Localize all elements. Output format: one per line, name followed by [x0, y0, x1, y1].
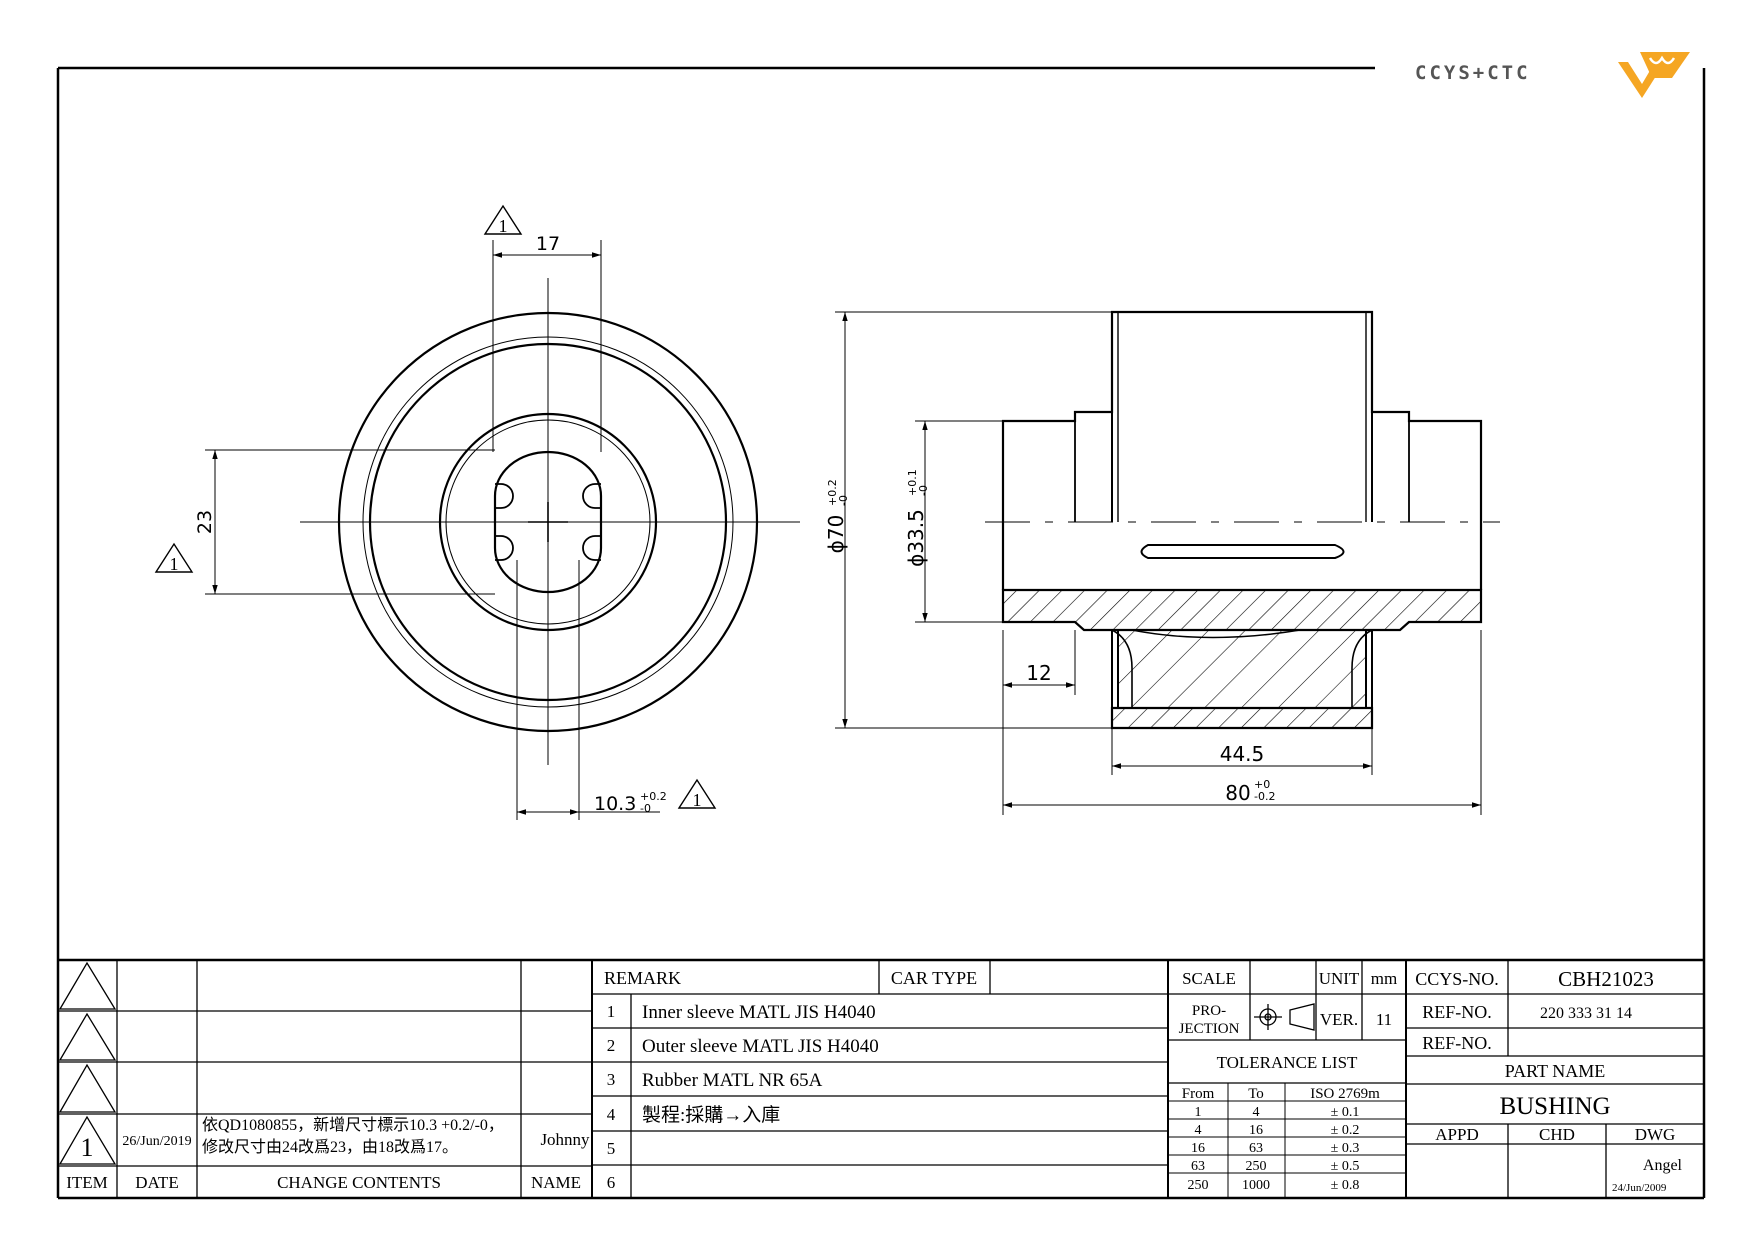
tolerance-to-4: 250 [1246, 1159, 1267, 1174]
ccys-no-label: CCYS-NO. [1415, 969, 1499, 989]
tolerance-from-3: 16 [1191, 1141, 1205, 1156]
dim-10-3-tol-upper: +0.2 [640, 790, 667, 803]
ref-no-value: 220 333 31 14 [1540, 1005, 1632, 1022]
section-view-dimensions [835, 311, 1482, 815]
tolerance-from-2: 4 [1195, 1123, 1202, 1138]
tolerance-to-1: 4 [1253, 1105, 1260, 1120]
sheet-border [56, 66, 1706, 1200]
remark-no-5: 5 [607, 1139, 616, 1158]
part-name-label: PART NAME [1505, 1061, 1605, 1081]
revision-item-number: 1 [81, 1133, 94, 1162]
ccys-no-value: CBH21023 [1558, 967, 1654, 991]
tolerance-tol-3: ± 0.3 [1331, 1141, 1360, 1156]
tolerance-to-3: 63 [1249, 1141, 1263, 1156]
dwg-name: Angel [1643, 1157, 1683, 1174]
revision-contents-line1: 依QD1080855，新增尺寸標示10.3 +0.2/-0， [202, 1116, 504, 1134]
ref-no2-label: REF-NO. [1422, 1033, 1492, 1053]
car-type-label: CAR TYPE [891, 968, 977, 988]
tolerance-from-4: 63 [1191, 1159, 1205, 1174]
revision-header-name: NAME [531, 1173, 581, 1192]
ver-value: 11 [1376, 1010, 1392, 1029]
tolerance-tol-2: ± 0.2 [1331, 1123, 1360, 1138]
projection-label-2: JECTION [1179, 1021, 1240, 1037]
revision-header-date: DATE [135, 1173, 178, 1192]
front-view [300, 278, 800, 765]
dwg-label: DWG [1635, 1125, 1676, 1144]
projection-label-1: PRO- [1192, 1003, 1226, 1019]
dim-80-tol-upper: +0 [1254, 778, 1270, 791]
chd-label: CHD [1539, 1125, 1575, 1144]
tolerance-from-1: 1 [1195, 1105, 1202, 1120]
remark-text-1: Inner sleeve MATL JIS H4040 [642, 1002, 876, 1023]
remark-text-2: Outer sleeve MATL JIS H4040 [642, 1036, 879, 1057]
dim-70-tol-upper: +0.2 [826, 479, 839, 506]
appd-label: APPD [1435, 1125, 1478, 1144]
dim-80-tol-lower: -0.2 [1254, 790, 1275, 803]
remark-no-4: 4 [607, 1105, 616, 1124]
tolerance-from-5: 250 [1188, 1178, 1209, 1193]
ref-no-label: REF-NO. [1422, 1002, 1492, 1022]
remark-no-1: 1 [607, 1002, 616, 1021]
dim-44-5-label: 44.5 [1220, 742, 1265, 766]
tolerance-header-to: To [1248, 1086, 1264, 1102]
remark-header: REMARK [604, 968, 681, 988]
logo-text: CCYS+CTC [1415, 62, 1531, 84]
remark-text-4: 製程:採購→入庫 [642, 1104, 780, 1126]
tolerance-header-iso: ISO 2769m [1310, 1086, 1380, 1102]
revision-mark-left-number: 1 [170, 554, 179, 574]
section-view [985, 310, 1500, 730]
revision-mark-bottom: 1 [677, 778, 717, 810]
revision-name: Johnny [540, 1130, 590, 1149]
ver-label: VER. [1320, 1010, 1358, 1029]
remark-no-3: 3 [607, 1070, 616, 1089]
part-name-value: BUSHING [1499, 1093, 1610, 1120]
tolerance-to-5: 1000 [1242, 1178, 1270, 1193]
dim-17-label: 17 [536, 233, 560, 255]
revision-mark-bottom-number: 1 [693, 790, 702, 810]
tolerance-title: TOLERANCE LIST [1217, 1053, 1358, 1072]
dim-33-5-tol-lower: -0 [917, 485, 930, 496]
front-view-dimensions [205, 240, 660, 820]
tolerance-to-2: 16 [1249, 1123, 1263, 1138]
dim-12-label: 12 [1026, 661, 1051, 685]
tolerance-header-from: From [1182, 1086, 1215, 1102]
company-logo: CCYS+CTC [1415, 52, 1690, 98]
dim-70-tol-lower: -0 [837, 495, 850, 506]
dim-23-label: 23 [194, 510, 216, 534]
logo-mark-icon [1618, 52, 1690, 98]
tolerance-tol-1: ± 0.1 [1331, 1105, 1360, 1120]
dim-33-5-label: ϕ33.5 [904, 509, 928, 567]
revision-mark-top: 1 [483, 204, 523, 236]
projection-symbol-icon [1254, 1003, 1315, 1031]
scale-label: SCALE [1182, 969, 1236, 988]
revision-mark-left: 1 [154, 542, 194, 574]
revision-date: 26/Jun/2019 [122, 1134, 191, 1149]
dim-33-5-tol-upper: +0.1 [906, 469, 919, 496]
tolerance-tol-4: ± 0.5 [1331, 1159, 1360, 1174]
revision-contents-line2: 修改尺寸由24改爲23，由18改爲17。 [202, 1138, 458, 1156]
remark-no-2: 2 [607, 1036, 616, 1055]
unit-label: UNIT [1319, 969, 1360, 988]
title-block-grid [58, 958, 1704, 1198]
revision-mark-top-number: 1 [499, 216, 508, 236]
remark-no-6: 6 [607, 1173, 616, 1192]
dim-70-label: ϕ70 [824, 515, 848, 554]
dwg-date: 24/Jun/2009 [1612, 1182, 1667, 1194]
revision-header-contents: CHANGE CONTENTS [277, 1173, 441, 1192]
tolerance-tol-5: ± 0.8 [1331, 1178, 1360, 1193]
dim-10-3-label: 10.3 [594, 793, 636, 815]
dim-80-label: 80 [1225, 781, 1250, 805]
remark-text-3: Rubber MATL NR 65A [642, 1070, 823, 1091]
unit-value: mm [1371, 969, 1397, 988]
revision-header-item: ITEM [66, 1173, 108, 1192]
dim-10-3-tol-lower: -0 [640, 802, 651, 815]
